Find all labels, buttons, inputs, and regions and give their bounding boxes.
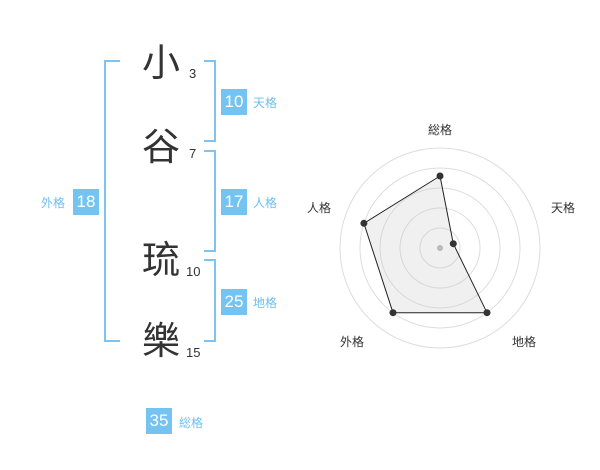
chikaku-label: 地格 [253, 296, 278, 310]
gaikaku-bracket [104, 60, 120, 342]
stroke-count-1: 3 [189, 66, 197, 81]
chikaku-bracket [204, 259, 216, 342]
radar-point-2 [449, 240, 457, 248]
soukaku-value-badge: 35 [146, 408, 172, 434]
stroke-count-2: 7 [189, 146, 197, 161]
soukaku-label: 総格 [179, 416, 204, 430]
name-char-2: 谷 [142, 125, 181, 169]
radar-grid-ring [419, 227, 461, 269]
radar-grid-ring [359, 167, 521, 329]
jinkaku-value-badge: 17 [221, 189, 247, 215]
radar-axis-label-soukaku: 総格 [428, 122, 452, 137]
radar-point-1 [436, 172, 444, 180]
name-char-4: 樂 [142, 319, 181, 363]
radar-point-4 [389, 309, 397, 317]
chikaku-value-badge: 25 [221, 289, 247, 315]
radar-axis-label-gaikaku: 外格 [340, 334, 364, 349]
name-char-3: 琉 [142, 238, 181, 282]
radar-grid [339, 147, 541, 349]
radar-points [360, 172, 491, 317]
tenkaku-label: 天格 [253, 96, 278, 110]
radar-point-3 [483, 309, 491, 317]
tenkaku-value-badge: 10 [221, 89, 247, 115]
radar-axis-label-chikaku: 地格 [512, 334, 536, 349]
tenkaku-bracket [204, 60, 216, 142]
gaikaku-label: 外格 [41, 196, 66, 210]
radar-grid-ring [379, 187, 501, 309]
gaikaku-value-badge: 18 [73, 189, 99, 215]
radar-axis-label-jinkaku: 人格 [307, 200, 331, 215]
radar-series-area [363, 175, 488, 314]
jinkaku-bracket [204, 150, 216, 252]
radar-grid-ring [339, 147, 541, 349]
radar-axis-label-tenkaku: 天格 [551, 200, 575, 215]
radar-grid-ring [399, 207, 481, 289]
jinkaku-label: 人格 [253, 196, 278, 210]
name-char-1: 小 [142, 41, 181, 85]
radar-point-5 [360, 219, 368, 227]
stroke-count-4: 15 [186, 345, 201, 360]
stroke-count-3: 10 [186, 264, 201, 279]
radar-center-dot [437, 245, 443, 251]
